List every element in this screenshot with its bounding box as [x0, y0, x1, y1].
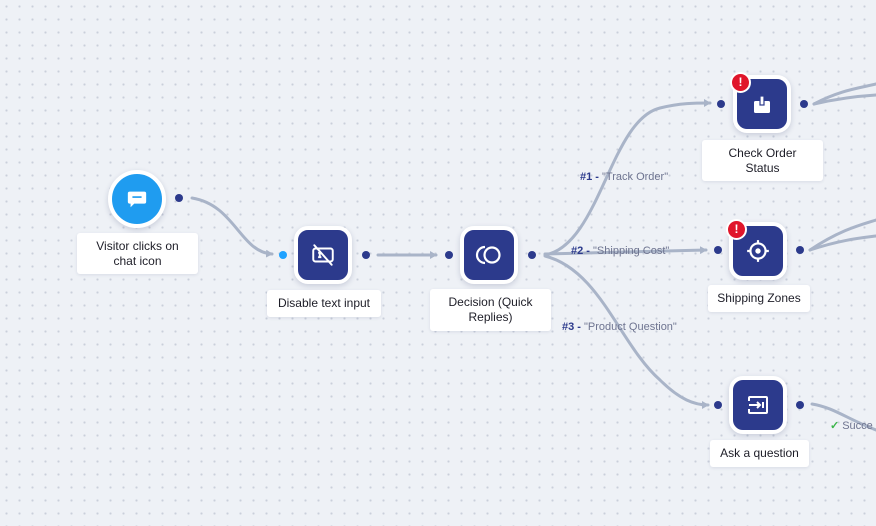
output-port[interactable] [175, 194, 183, 202]
input-arrow-icon [748, 396, 768, 414]
order-box-icon [754, 95, 770, 113]
node-label-disable-text-input: Disable text input [267, 290, 381, 317]
check-order-status-node[interactable] [733, 75, 791, 133]
warning-badge: ! [730, 72, 751, 93]
edge-shipping-out-2 [808, 234, 876, 252]
edge-label-text: "Product Question" [584, 321, 677, 333]
edge-label-text: "Shipping Cost" [593, 245, 670, 257]
node-label-ask-question: Ask a question [710, 440, 809, 467]
disable-text-input-node[interactable] [294, 226, 352, 284]
edge-decision-to-check-order [543, 99, 712, 257]
edge-check-order-out-2 [812, 93, 876, 106]
shipping-zones-node[interactable] [729, 222, 787, 280]
edge-label-text: "Track Order" [602, 171, 669, 183]
edge-ask-out [810, 402, 876, 432]
edge-label-number: #1 - [580, 171, 599, 183]
edge-check-order-out-1 [812, 82, 876, 106]
edge-trigger-to-disable [190, 196, 274, 258]
output-port[interactable] [362, 251, 370, 259]
edge-shipping-out-1 [808, 218, 876, 252]
input-port[interactable] [714, 246, 722, 254]
node-label-check-order-status: Check Order Status [702, 140, 823, 181]
success-text: Succe [842, 420, 873, 432]
edge-decision-to-ask [543, 254, 710, 409]
node-label-decision: Decision (Quick Replies) [430, 289, 551, 331]
output-port[interactable] [796, 401, 804, 409]
edge-decision-to-shipping [543, 246, 708, 256]
quick-replies-icon [475, 245, 501, 265]
output-port[interactable] [796, 246, 804, 254]
success-outcome-label: ✓Succe [830, 419, 873, 432]
input-port[interactable] [714, 401, 722, 409]
checkmark-icon: ✓ [830, 420, 840, 432]
node-label-visitor-clicks: Visitor clicks on chat icon [77, 233, 198, 274]
edge-label-product-question: #3 - "Product Question" [562, 321, 677, 333]
edge-label-number: #2 - [571, 245, 590, 257]
edge-label-number: #3 - [562, 321, 581, 333]
input-port[interactable] [279, 251, 287, 259]
crosshair-icon [747, 240, 769, 262]
input-port[interactable] [445, 251, 453, 259]
output-port[interactable] [528, 251, 536, 259]
output-port[interactable] [800, 100, 808, 108]
disabled-input-icon [312, 244, 334, 266]
chat-bubble-icon [127, 191, 147, 208]
edge-label-shipping-cost: #2 - "Shipping Cost" [571, 245, 669, 257]
warning-badge: ! [726, 219, 747, 240]
ask-question-node[interactable] [729, 376, 787, 434]
node-label-shipping-zones: Shipping Zones [708, 285, 810, 312]
input-port[interactable] [717, 100, 725, 108]
edge-label-track-order: #1 - "Track Order" [580, 171, 668, 183]
chat-trigger-node[interactable] [108, 170, 166, 228]
decision-node[interactable] [460, 226, 518, 284]
